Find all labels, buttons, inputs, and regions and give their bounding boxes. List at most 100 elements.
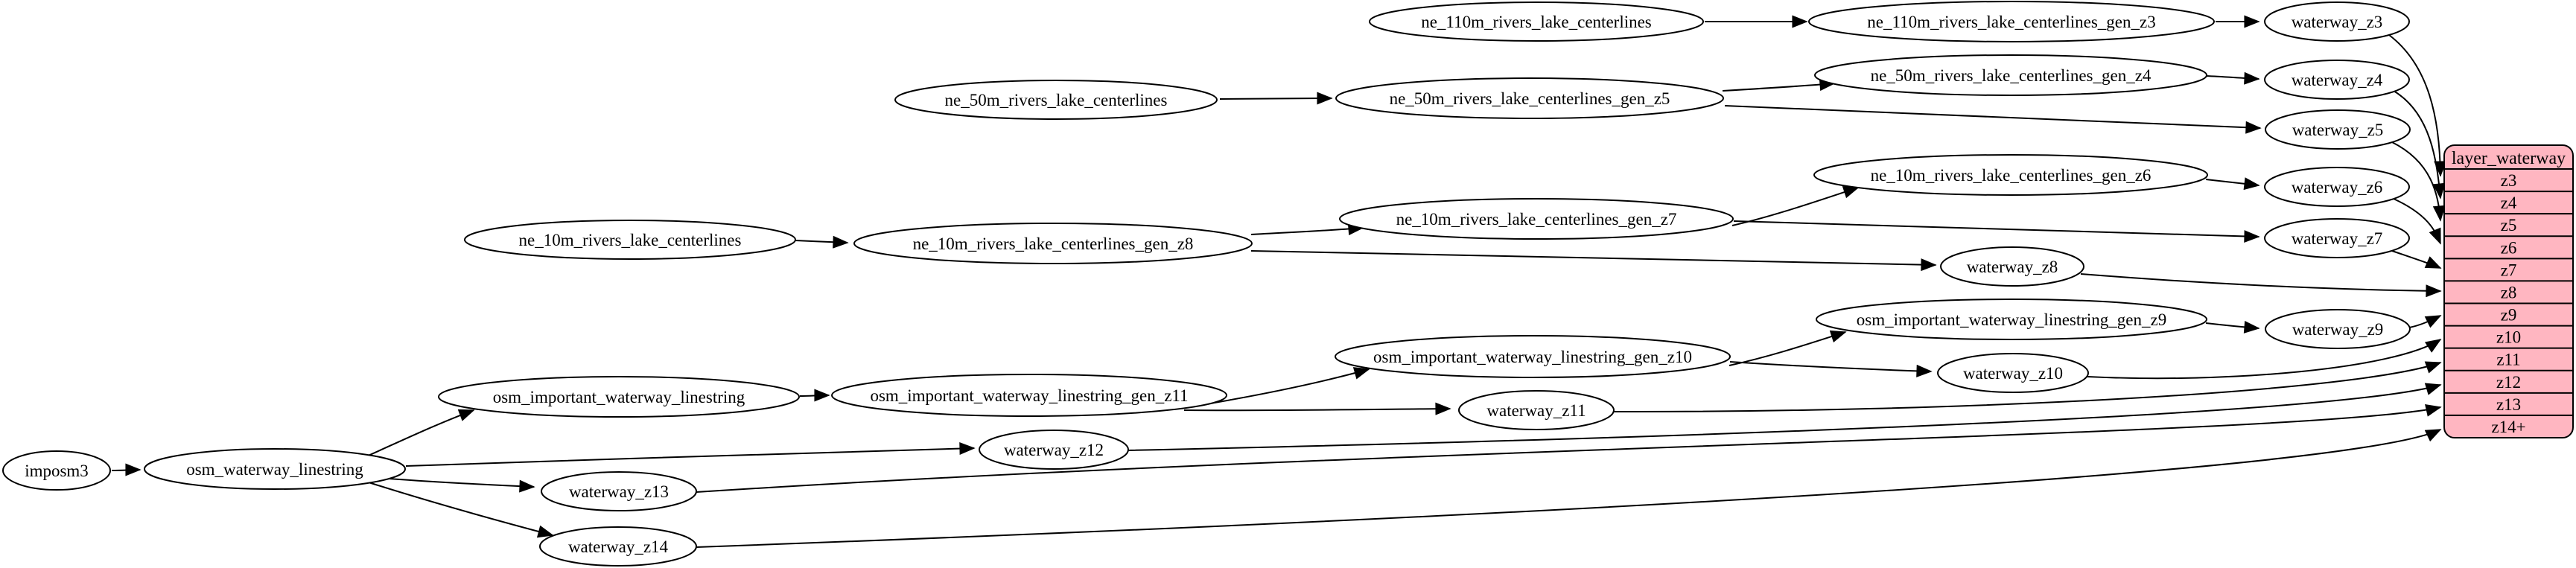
- node-waterway_z8: waterway_z8: [1940, 246, 2084, 287]
- record-row-z5: z5: [2501, 216, 2517, 234]
- node-osm_important_waterway_linestring_gen_z11-shape: [831, 374, 1227, 417]
- node-waterway_z12: waterway_z12: [979, 430, 1129, 470]
- node-imposm3-shape: [2, 450, 111, 491]
- node-waterway_z13-label: waterway_z13: [569, 482, 669, 501]
- node-waterway_z12-shape: [979, 430, 1129, 470]
- node-osm_waterway_linestring-shape: [144, 448, 406, 490]
- node-ne_50m_rivers_lake_centerlines: ne_50m_rivers_lake_centerlines: [894, 80, 1218, 120]
- node-osm_important_waterway_linestring: osm_important_waterway_linestring: [438, 376, 800, 418]
- edge-osm_waterway_linestring-to-waterway_z12: [405, 441, 976, 467]
- node-osm_important_waterway_linestring_gen_z9-label: osm_important_waterway_linestring_gen_z9: [1857, 310, 2166, 329]
- node-osm_important_waterway_linestring_gen_z9: osm_important_waterway_linestring_gen_z9: [1816, 299, 2207, 340]
- node-ne_10m_rivers_lake_centerlines_gen_z8-label: ne_10m_rivers_lake_centerlines_gen_z8: [913, 234, 1194, 253]
- edge-ne_10m_rivers_lake_centerlines_gen_z7-to-ne_10m_rivers_lake_centerlines_gen_z6: [1731, 186, 1860, 226]
- record-row-label: z5: [2501, 216, 2517, 234]
- node-waterway_z6-shape: [2264, 167, 2410, 207]
- node-waterway_z6-label: waterway_z6: [2292, 178, 2383, 197]
- edge-osm_waterway_linestring-to-waterway_z13: [388, 478, 535, 493]
- node-waterway_z8-shape: [1940, 246, 2084, 287]
- edge-osm_important_waterway_linestring_gen_z9-to-waterway_z9: [2205, 320, 2260, 334]
- record-row-z10: z10: [2496, 328, 2521, 347]
- record-row-label: z3: [2501, 171, 2517, 190]
- edge-osm_important_waterway_linestring_gen_z11-to-osm_important_waterway_linestring_gen_z10: [1209, 367, 1370, 404]
- record-layer: layer_waterwayz3z4z5z6z7z8z9z10z11z12z13…: [2443, 144, 2574, 438]
- edge-waterway_z5-to-row_z5: [2391, 141, 2446, 222]
- record-row-z8: z8: [2501, 283, 2517, 301]
- edge-ne_50m_rivers_lake_centerlines_gen_z5-to-ne_50m_rivers_lake_centerlines_gen_z4: [1722, 78, 1836, 92]
- edge-waterway_z10-to-row_z10: [2087, 339, 2442, 380]
- record-row-z3: z3: [2501, 171, 2517, 190]
- node-waterway_z3-label: waterway_z3: [2292, 13, 2383, 31]
- record-row-label: z6: [2501, 238, 2517, 257]
- node-waterway_z8-label: waterway_z8: [1967, 258, 2058, 276]
- node-waterway_z10-shape: [1937, 353, 2089, 393]
- node-waterway_z3-shape: [2264, 1, 2410, 42]
- node-waterway_z9-shape: [2265, 309, 2411, 349]
- node-ne_50m_rivers_lake_centerlines_gen_z4: ne_50m_rivers_lake_centerlines_gen_z4: [1814, 54, 2207, 96]
- node-osm_important_waterway_linestring_gen_z9-shape: [1816, 299, 2207, 340]
- record-row-label: z8: [2501, 283, 2517, 301]
- node-waterway_z11: waterway_z11: [1458, 390, 1615, 430]
- record-row-z14plus: z14+: [2491, 418, 2525, 436]
- node-waterway_z5-label: waterway_z5: [2292, 121, 2384, 139]
- edge-ne_10m_rivers_lake_centerlines_gen_z8-to-ne_10m_rivers_lake_centerlines_gen_z7: [1250, 223, 1364, 236]
- node-ne_110m_rivers_lake_centerlines_gen_z3-shape: [1808, 1, 2215, 42]
- edge-waterway_z12-to-row_z12: [1126, 383, 2442, 451]
- node-ne_10m_rivers_lake_centerlines_gen_z7-shape: [1339, 198, 1734, 240]
- node-ne_10m_rivers_lake_centerlines: ne_10m_rivers_lake_centerlines: [464, 220, 796, 260]
- node-osm_important_waterway_linestring-label: osm_important_waterway_linestring: [493, 388, 745, 406]
- record-row-z6: z6: [2501, 238, 2517, 257]
- node-ne_10m_rivers_lake_centerlines_gen_z8-shape: [853, 223, 1253, 264]
- node-ne_10m_rivers_lake_centerlines_gen_z7: ne_10m_rivers_lake_centerlines_gen_z7: [1339, 198, 1734, 240]
- node-osm_waterway_linestring: osm_waterway_linestring: [144, 448, 406, 490]
- node-waterway_z14-shape: [539, 526, 697, 567]
- node-imposm3: imposm3: [2, 450, 111, 491]
- edge-osm_important_waterway_linestring_gen_z10-to-osm_important_waterway_linestring_gen_z9: [1729, 330, 1847, 366]
- record-row-z13: z13: [2496, 395, 2521, 414]
- node-ne_110m_rivers_lake_centerlines_gen_z3-label: ne_110m_rivers_lake_centerlines_gen_z3: [1867, 13, 2155, 31]
- node-waterway_z14-label: waterway_z14: [568, 537, 669, 556]
- record-title: layer_waterway: [2452, 149, 2566, 168]
- record-row-label: z14+: [2491, 418, 2525, 436]
- edge-osm_important_waterway_linestring_gen_z10-to-waterway_z10: [1729, 361, 1933, 377]
- node-ne_50m_rivers_lake_centerlines_gen_z4-label: ne_50m_rivers_lake_centerlines_gen_z4: [1871, 66, 2152, 85]
- node-ne_50m_rivers_lake_centerlines-label: ne_50m_rivers_lake_centerlines: [945, 91, 1168, 109]
- edge-osm_important_waterway_linestring-to-osm_important_waterway_linestring_gen_z11: [799, 389, 830, 402]
- edge-waterway_z13-to-row_z13: [696, 404, 2442, 493]
- node-waterway_z5: waterway_z5: [2265, 109, 2411, 150]
- node-waterway_z4-shape: [2264, 60, 2410, 100]
- record-row-label: z11: [2496, 351, 2520, 369]
- edge-waterway_z9-to-row_z9: [2408, 315, 2442, 328]
- node-osm_important_waterway_linestring_gen_z11-label: osm_important_waterway_linestring_gen_z1…: [870, 386, 1188, 405]
- node-waterway_z4-label: waterway_z4: [2292, 71, 2383, 89]
- record-row-label: z4: [2501, 194, 2517, 212]
- edge-waterway_z11-to-row_z11: [1613, 361, 2442, 413]
- node-ne_10m_rivers_lake_centerlines_gen_z7-label: ne_10m_rivers_lake_centerlines_gen_z7: [1396, 210, 1677, 229]
- record-row-z9: z9: [2501, 306, 2517, 325]
- edge-waterway_z8-to-row_z8: [2080, 273, 2442, 298]
- edge-osm_important_waterway_linestring_gen_z11-to-waterway_z11: [1183, 402, 1451, 415]
- node-ne_110m_rivers_lake_centerlines: ne_110m_rivers_lake_centerlines: [1369, 1, 1704, 42]
- edge-osm_waterway_linestring-to-waterway_z14: [368, 482, 554, 538]
- node-waterway_z7: waterway_z7: [2264, 218, 2410, 258]
- node-waterway_z4: waterway_z4: [2264, 60, 2410, 100]
- node-ne_50m_rivers_lake_centerlines_gen_z5-shape: [1335, 77, 1724, 119]
- node-imposm3-label: imposm3: [25, 462, 89, 480]
- record-row-z12: z12: [2496, 373, 2521, 392]
- edge-waterway_z14-to-row_z14p: [696, 429, 2442, 548]
- edge-waterway_z3-to-row_z3: [2388, 34, 2447, 177]
- node-waterway_z11-shape: [1458, 390, 1615, 430]
- node-waterway_z12-label: waterway_z12: [1004, 441, 1104, 459]
- edge-ne_10m_rivers_lake_centerlines-to-ne_10m_rivers_lake_centerlines_gen_z8: [795, 235, 849, 249]
- node-waterway_z7-label: waterway_z7: [2292, 229, 2383, 248]
- node-waterway_z7-shape: [2264, 218, 2410, 258]
- node-ne_110m_rivers_lake_centerlines_gen_z3: ne_110m_rivers_lake_centerlines_gen_z3: [1808, 1, 2215, 42]
- node-waterway_z13: waterway_z13: [541, 471, 697, 511]
- node-waterway_z11-label: waterway_z11: [1486, 401, 1586, 420]
- edge-ne_50m_rivers_lake_centerlines-to-ne_50m_rivers_lake_centerlines_gen_z5: [1219, 92, 1333, 105]
- node-osm_waterway_linestring-label: osm_waterway_linestring: [186, 460, 363, 479]
- edges-layer: [111, 15, 2447, 548]
- record-row-label: z12: [2496, 373, 2521, 392]
